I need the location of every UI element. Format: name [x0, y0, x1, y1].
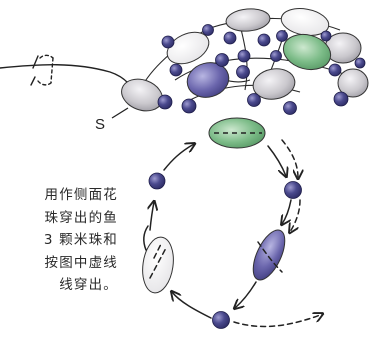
instruction-line: 线穿出。	[0, 274, 118, 297]
loop-beads	[139, 173, 301, 329]
instruction-line: 珠穿出的鱼	[0, 207, 118, 230]
instruction-line: 按图中虚线	[0, 252, 118, 275]
crystal-bead	[225, 7, 271, 33]
label-s: S	[95, 116, 105, 133]
arrow-solid	[268, 146, 286, 176]
arrow-solid	[172, 292, 211, 318]
arrow-solid	[282, 200, 291, 224]
loop-threads	[144, 140, 322, 326]
instruction-line: 用作侧面花	[0, 184, 118, 207]
arrow-dashed	[234, 314, 322, 326]
arrow-solid	[164, 144, 194, 170]
arrow-solid	[150, 202, 154, 230]
instruction-text: 用作侧面花 珠穿出的鱼 3 颗米珠和 按图中虚线 线穿出。	[0, 184, 118, 297]
s-pointer-line	[112, 108, 128, 118]
thread-tail	[0, 55, 132, 88]
arrow-dashed	[290, 200, 300, 232]
arrow-solid	[235, 282, 256, 308]
instruction-line: 3 颗米珠和	[0, 229, 118, 252]
thread-solid	[144, 226, 148, 250]
